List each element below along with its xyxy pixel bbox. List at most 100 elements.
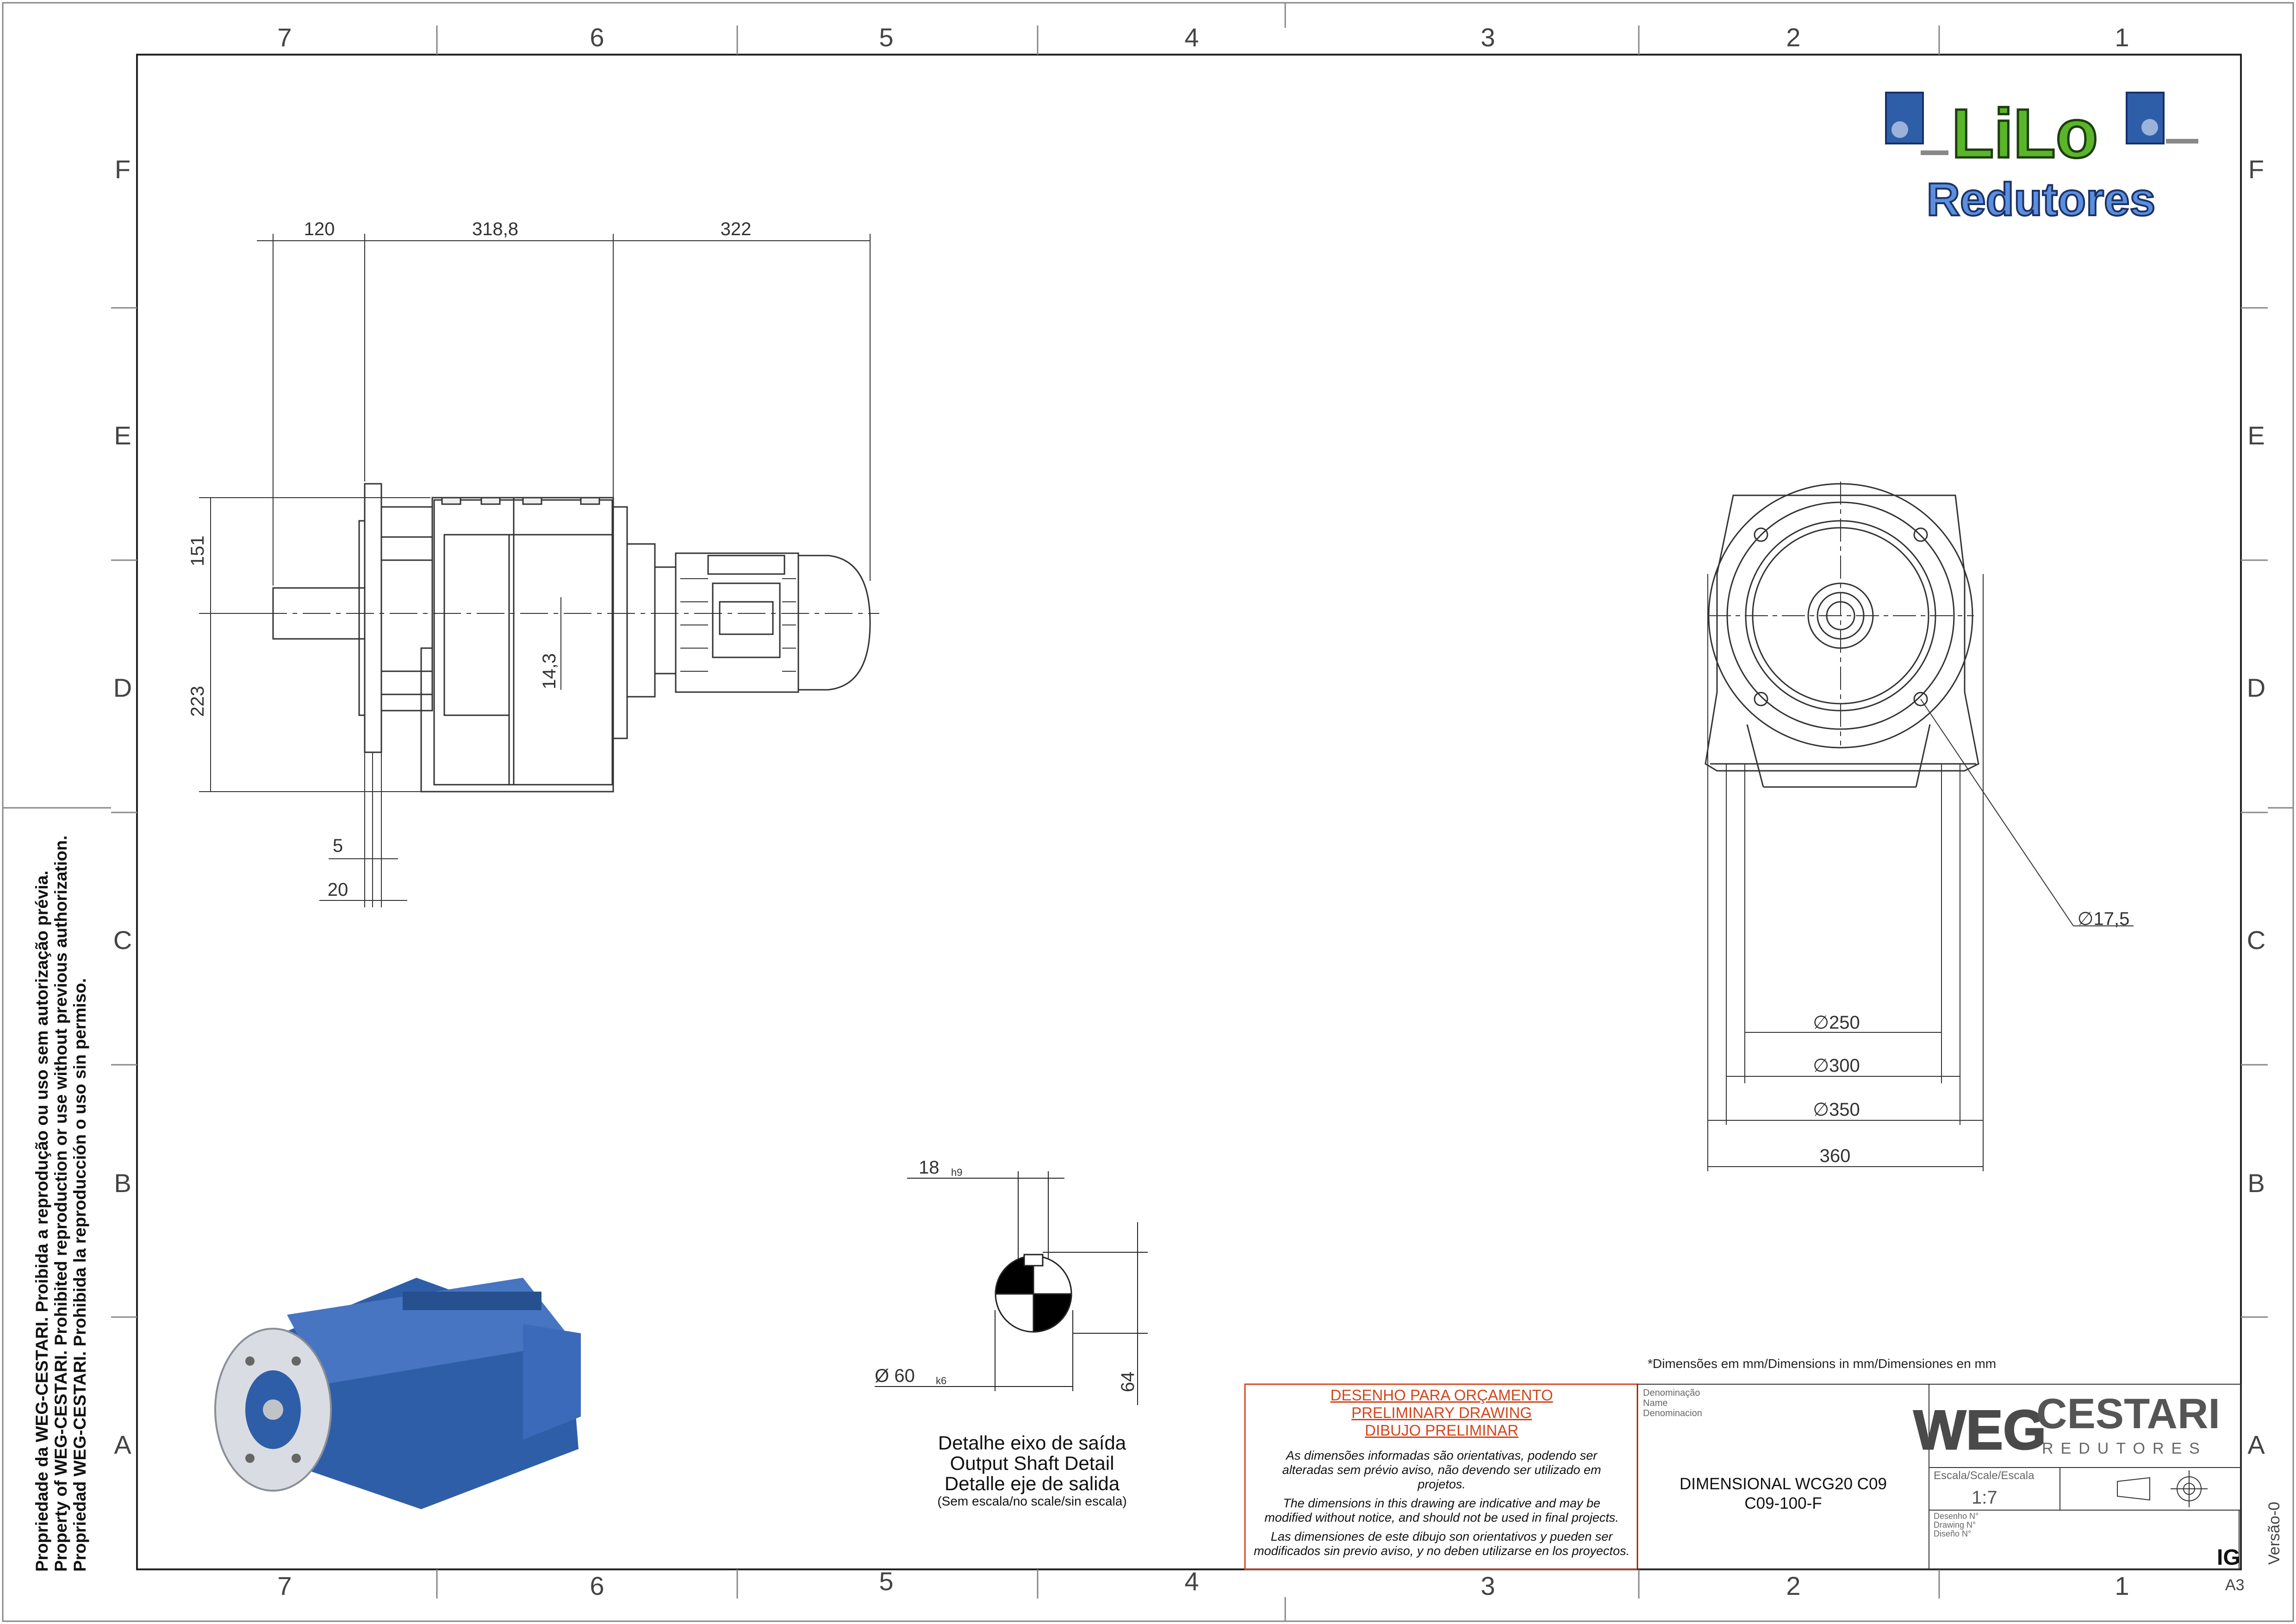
name-label-en: Name <box>1643 1398 1668 1408</box>
gearmotor-3d-image <box>214 1278 581 1509</box>
dim-shaft-height-64: 64 <box>1118 1372 1138 1393</box>
dim-223: 223 <box>187 686 208 717</box>
side-view-dimension-lines <box>199 234 871 907</box>
name-label-pt: Denominação <box>1643 1388 1700 1398</box>
logo-lilo-text: LiLo <box>1952 94 2098 172</box>
zone-row-E-left: E <box>114 421 131 450</box>
zone-col-7-bottom: 7 <box>277 1571 292 1600</box>
scale-label: Escala/Scale/Escala <box>1934 1469 2035 1482</box>
dim-20: 20 <box>328 880 348 900</box>
dim-key-tolerance: h9 <box>951 1167 962 1178</box>
zone-col-3-top: 3 <box>1481 23 1495 52</box>
zone-col-1-bottom: 1 <box>2115 1571 2129 1600</box>
dim-322: 322 <box>721 219 752 239</box>
weg-cestari-logo: WEG CESTARI REDUTORES <box>1913 1390 2220 1462</box>
gearbox-icon-right <box>2126 92 2198 144</box>
dim-dia-250: ∅250 <box>1813 1012 1860 1033</box>
dim-hole-17-5: ∅17,5 <box>2078 909 2130 929</box>
zone-col-3-bottom: 3 <box>1481 1571 1495 1600</box>
motor-fan-cover <box>797 555 871 691</box>
zone-row-D-left: D <box>113 673 132 702</box>
caption-es: Detalle eje de salida <box>944 1473 1120 1494</box>
zone-col-2-top: 2 <box>1786 23 1800 52</box>
zone-row-F-right: F <box>2248 155 2264 184</box>
weg-brand-text: WEG <box>1914 1399 2047 1461</box>
dim-5: 5 <box>333 836 343 856</box>
caption-en: Output Shaft Detail <box>950 1452 1114 1474</box>
drawing-code: C09-100-F <box>1744 1494 1822 1512</box>
dim-dia-350: ∅350 <box>1813 1099 1860 1120</box>
drawing-no-fragment: IG <box>2217 1545 2240 1570</box>
zone-col-5-top: 5 <box>879 23 893 52</box>
drawing-label-en: Drawing N° <box>1934 1520 1976 1530</box>
front-housing <box>1705 494 1979 772</box>
name-labels: Denominação Name Denominacion <box>1643 1388 1702 1418</box>
dim-shaft-tolerance: k6 <box>936 1375 946 1387</box>
disclaimer-en: The dimensions in this drawing are indic… <box>1264 1496 1619 1524</box>
zone-col-7-top: 7 <box>277 23 292 52</box>
units-note: *Dimensões em mm/Dimensions in mm/Dimens… <box>1648 1356 1996 1371</box>
ownership-notice: Propriedade da WEG-CESTARI. Proibida a r… <box>32 836 89 1572</box>
dim-dia-300: ∅300 <box>1813 1056 1860 1076</box>
dim-151: 151 <box>187 536 208 567</box>
zone-col-6-bottom: 6 <box>590 1571 604 1600</box>
dim-318-8: 318,8 <box>472 219 518 239</box>
zone-col-5-bottom: 5 <box>879 1567 893 1596</box>
drawing-label-pt: Desenho N° <box>1934 1512 1979 1521</box>
zone-row-F-left: F <box>115 155 131 184</box>
drawing-no-labels: Desenho N° Drawing N° Diseño N° <box>1934 1512 1979 1538</box>
preliminary-pt: DESENHO PARA ORÇAMENTO <box>1330 1387 1553 1404</box>
gear-housing <box>420 497 614 793</box>
zone-col-4-bottom: 4 <box>1184 1567 1199 1596</box>
gearbox-icon-left <box>1885 92 1948 155</box>
logo-redutores-text: Redutores <box>1927 174 2156 225</box>
disclaimer-pt: As dimensões informadas são orientativas… <box>1282 1449 1601 1491</box>
drawing-name: DIMENSIONAL WCG20 C09 <box>1680 1475 1887 1493</box>
name-label-es: Denominacion <box>1643 1408 1702 1418</box>
dim-120: 120 <box>304 219 335 239</box>
zone-col-2-bottom: 2 <box>1786 1571 1800 1600</box>
ownership-en: Property of WEG-CESTARI. Prohibited repr… <box>51 835 70 1572</box>
caption-no-scale: (Sem escala/no scale/sin escala) <box>937 1494 1127 1508</box>
zone-row-E-right: E <box>2247 421 2265 450</box>
scale-value: 1:7 <box>1972 1487 1997 1508</box>
zone-ticks <box>3 3 2293 1621</box>
zone-row-D-right: D <box>2247 673 2265 702</box>
ownership-es: Propriedad WEG-CESTARI. Prohibida la rep… <box>70 978 89 1572</box>
shaft-detail <box>875 1171 1148 1405</box>
lilo-logo: LiLo Redutores <box>1885 92 2198 226</box>
dim-width-360: 360 <box>1820 1146 1851 1166</box>
ownership-pt: Propriedade da WEG-CESTARI. Proibida a r… <box>32 870 51 1572</box>
zone-row-B-left: B <box>114 1168 131 1198</box>
shaft-detail-caption: Detalhe eixo de saída Output Shaft Detai… <box>870 1433 1194 1509</box>
motor-terminal-box <box>712 582 781 658</box>
cestari-brand-text: CESTARI <box>2036 1390 2220 1437</box>
preliminary-en: PRELIMINARY DRAWING <box>1351 1404 1532 1421</box>
output-flange <box>364 483 382 753</box>
dim-shaft-dia-60: Ø 60 <box>875 1366 915 1386</box>
dim-14-3: 14,3 <box>539 653 560 689</box>
title-block <box>1244 1383 2241 1570</box>
disclaimer-es: Las dimensiones de este dibujo son orien… <box>1254 1530 1630 1558</box>
cestari-sub-text: REDUTORES <box>2042 1440 2207 1457</box>
side-view <box>259 483 879 793</box>
caption-pt: Detalhe eixo de saída <box>938 1432 1126 1454</box>
zone-col-1-top: 1 <box>2115 23 2129 52</box>
dim-key-18: 18 <box>919 1157 940 1178</box>
zone-row-B-right: B <box>2247 1168 2265 1198</box>
front-view <box>1705 481 2134 1171</box>
zone-row-C-left: C <box>113 925 132 955</box>
preliminary-notice: DESENHO PARA ORÇAMENTO PRELIMINARY DRAWI… <box>1245 1387 1638 1558</box>
zone-col-6-top: 6 <box>590 23 604 52</box>
zone-row-A-left: A <box>114 1430 131 1459</box>
zone-col-4-top: 4 <box>1184 23 1199 52</box>
drawing-name-block: DIMENSIONAL WCG20 C09 C09-100-F <box>1637 1474 1929 1513</box>
drawing-label-es: Diseño N° <box>1934 1529 1972 1538</box>
preliminary-es: DIBUJO PRELIMINAR <box>1365 1422 1518 1439</box>
sheet-size: A3 <box>2225 1576 2245 1594</box>
zone-row-C-right: C <box>2247 925 2265 955</box>
version-label: Versão-0 <box>2265 1502 2283 1565</box>
zone-row-A-right: A <box>2247 1430 2265 1459</box>
